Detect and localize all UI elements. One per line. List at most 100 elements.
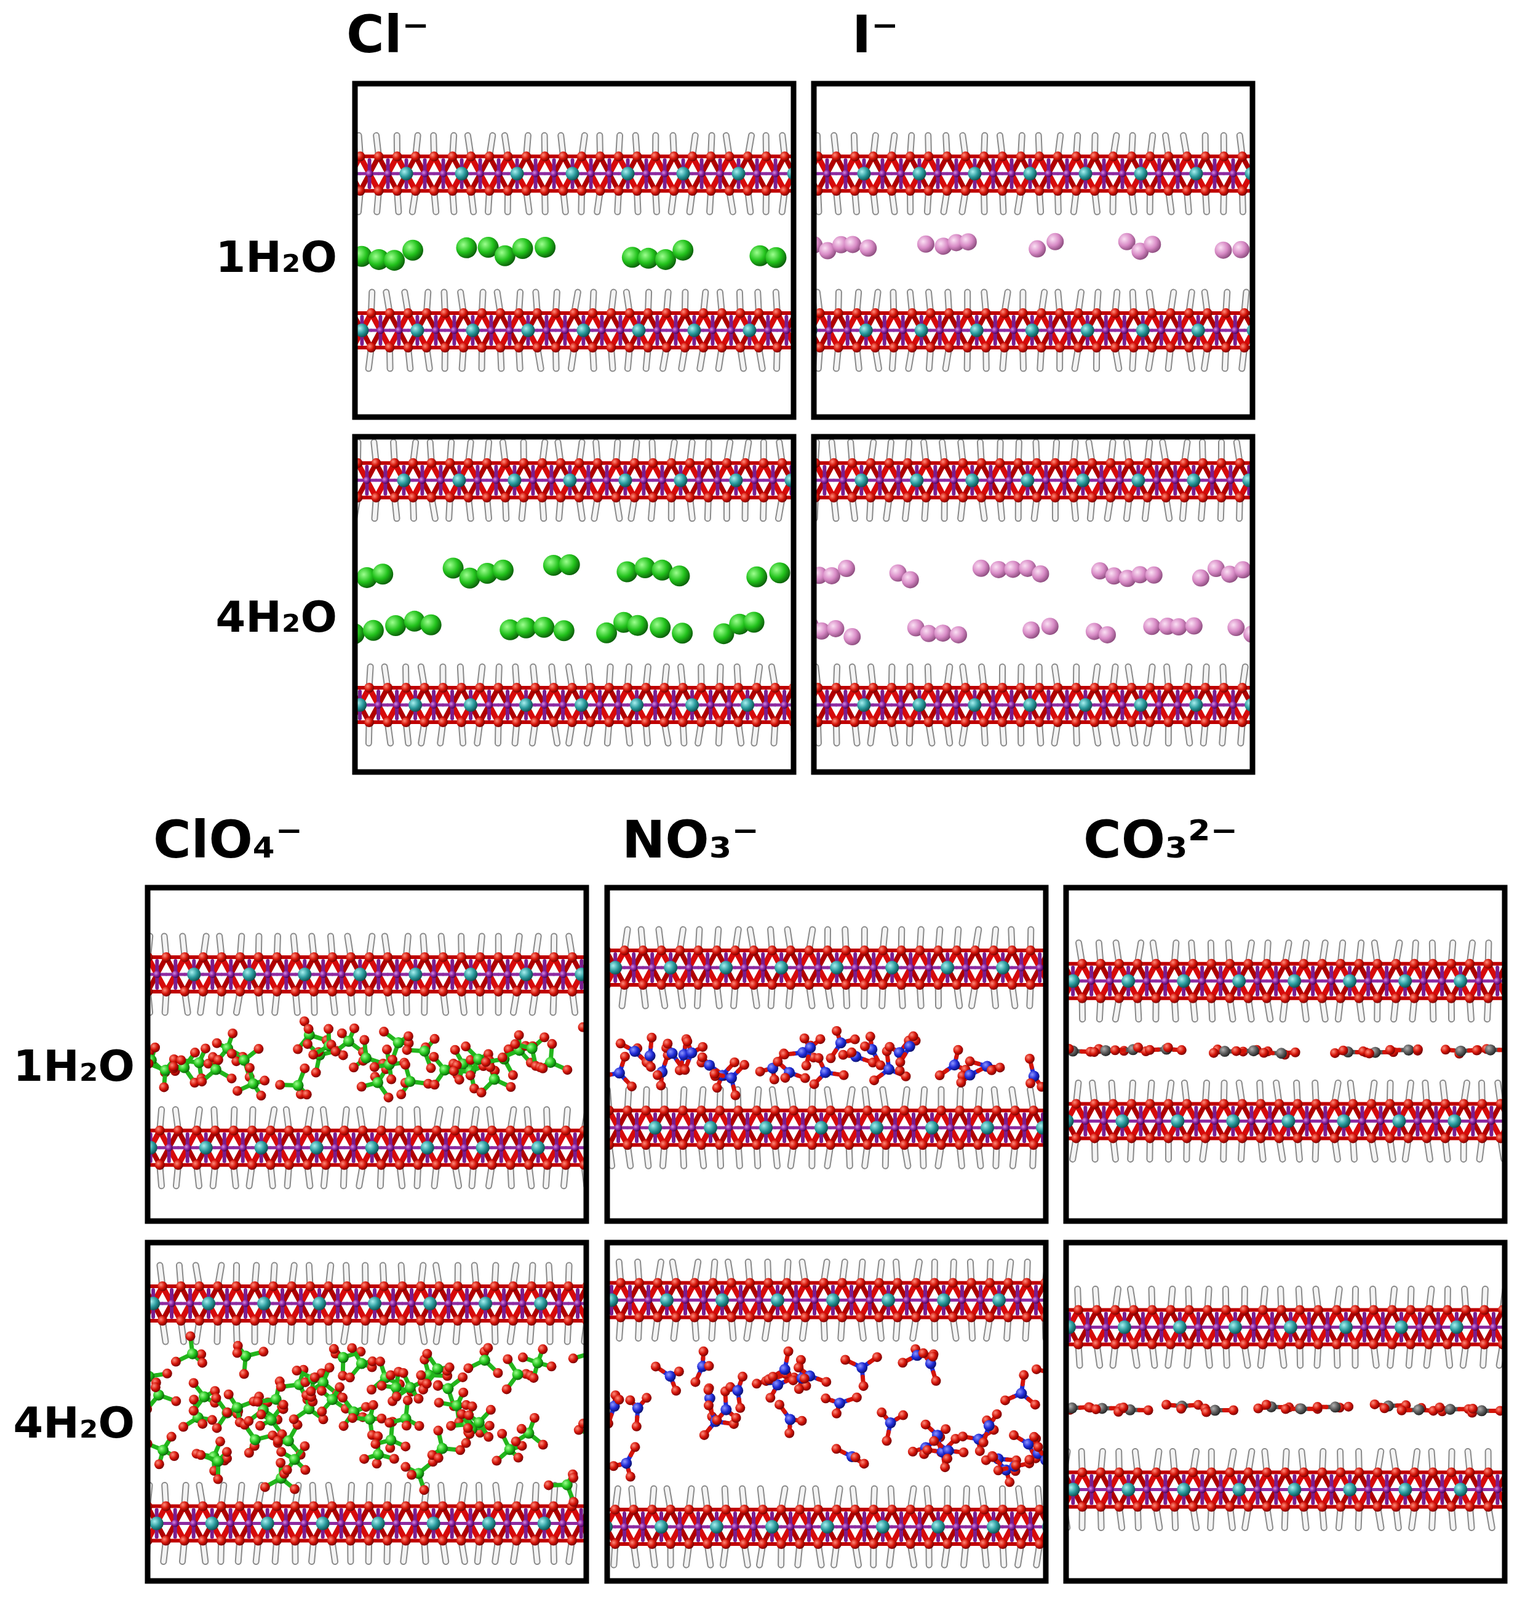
oxygen-atom <box>753 308 764 319</box>
oxygen-atom <box>1184 342 1195 353</box>
oxygen-atom <box>577 151 587 162</box>
oxygen-atom <box>642 342 653 353</box>
oxygen-atom <box>421 342 432 353</box>
oxygen-atom <box>907 308 918 319</box>
oxygen-atom <box>698 342 709 353</box>
oxygen-atom <box>1090 151 1100 162</box>
iodide-ion <box>1214 241 1233 259</box>
divalent-metal-atom <box>1176 326 1184 335</box>
oxygen-atom <box>923 185 934 196</box>
chloride-ion <box>627 615 649 637</box>
oxygen-atom <box>907 342 918 353</box>
panel-content <box>354 442 794 744</box>
oxygen-atom <box>976 492 987 503</box>
oxygen-atom <box>661 342 672 353</box>
divalent-metal-atom <box>896 701 905 709</box>
oxygen-atom <box>1237 185 1248 196</box>
divalent-metal-atom <box>1099 701 1108 709</box>
oxygen-atom <box>407 492 418 503</box>
oxygen-atom <box>513 342 524 353</box>
chloride-ion <box>668 565 690 587</box>
trivalent-metal-atom <box>676 166 691 181</box>
trivalent-metal-atom <box>1023 698 1037 712</box>
oxygen-atom <box>613 185 624 196</box>
oxygen-atom <box>1036 342 1047 353</box>
oxygen-atom <box>661 308 672 319</box>
oxygen-atom <box>521 185 532 196</box>
divalent-metal-atom <box>1229 701 1237 709</box>
octahedra-edge <box>354 313 794 348</box>
oxygen-atom <box>870 342 881 353</box>
oxygen-atom <box>1050 492 1060 503</box>
iodide-ion <box>1098 626 1116 644</box>
divalent-metal-atom <box>706 701 715 709</box>
oxygen-atom <box>1216 492 1227 503</box>
divalent-metal-atom <box>1118 701 1126 709</box>
divalent-metal-atom <box>374 701 383 709</box>
panel-content <box>147 936 587 1187</box>
oxygen-atom <box>1142 492 1153 503</box>
trivalent-metal-atom <box>1131 473 1145 488</box>
oxygen-atom <box>481 492 492 503</box>
trivalent-metal-atom <box>914 323 929 338</box>
oxygen-atom <box>1237 682 1247 693</box>
oxygen-atom <box>382 717 393 728</box>
oxygen-atom <box>888 342 899 353</box>
oxygen-atom <box>567 682 578 693</box>
divalent-metal-atom <box>1045 169 1053 178</box>
oxygen-atom <box>364 717 375 728</box>
oxygen-atom <box>370 492 381 503</box>
iodide-ion <box>1022 621 1040 639</box>
oxygen-atom <box>1165 308 1176 319</box>
oxygen-atom <box>939 492 950 503</box>
oxygen-atom <box>1105 458 1116 469</box>
oxygen-atom <box>1091 308 1102 319</box>
oxygen-atom <box>604 717 614 728</box>
oxygen-atom <box>437 682 448 693</box>
divalent-metal-atom <box>653 326 661 335</box>
divalent-metal-atom <box>986 476 995 485</box>
oxygen-atom <box>979 185 990 196</box>
oxygen-atom <box>548 682 559 693</box>
oxygen-atom <box>997 717 1008 728</box>
oxygen-atom <box>476 342 487 353</box>
divalent-metal-atom <box>602 476 611 485</box>
oxygen-atom <box>392 185 403 196</box>
oxygen-atom <box>758 458 769 469</box>
oxygen-atom <box>1160 458 1171 469</box>
divalent-metal-atom <box>879 169 887 178</box>
oxygen-atom <box>1219 185 1230 196</box>
divalent-metal-atom <box>550 169 558 178</box>
divalent-metal-atom <box>839 476 847 485</box>
divalent-metal-atom <box>448 701 456 709</box>
oxygen-atom <box>976 458 987 469</box>
iodide-ion <box>844 235 862 253</box>
divalent-metal-atom <box>875 476 884 485</box>
oxygen-atom <box>540 151 550 162</box>
panel-content <box>354 135 794 369</box>
chloride-ion <box>534 236 556 258</box>
oxygen-atom <box>721 458 732 469</box>
trivalent-metal-atom <box>967 698 982 712</box>
oxygen-atom <box>780 151 790 162</box>
oxygen-atom <box>684 458 695 469</box>
trivalent-metal-atom <box>965 473 979 488</box>
divalent-metal-atom <box>841 701 849 709</box>
oxygen-atom <box>724 151 735 162</box>
iodide-ion <box>972 559 990 578</box>
trivalent-metal-atom <box>410 323 424 338</box>
oxygen-atom <box>1179 458 1190 469</box>
divalent-metal-atom <box>505 326 514 335</box>
oxygen-atom <box>960 151 971 162</box>
oxygen-atom <box>1147 342 1158 353</box>
oxygen-atom <box>1216 458 1227 469</box>
divalent-metal-atom <box>708 326 717 335</box>
oxygen-atom <box>724 185 735 196</box>
trivalent-metal-atom <box>1134 166 1148 181</box>
oxygen-atom <box>1055 308 1065 319</box>
oxygen-atom <box>1052 682 1063 693</box>
oxygen-atom <box>761 185 772 196</box>
oxygen-atom <box>960 682 971 693</box>
trivalent-metal-atom <box>562 473 577 488</box>
snapshot-panel <box>773 436 1298 773</box>
